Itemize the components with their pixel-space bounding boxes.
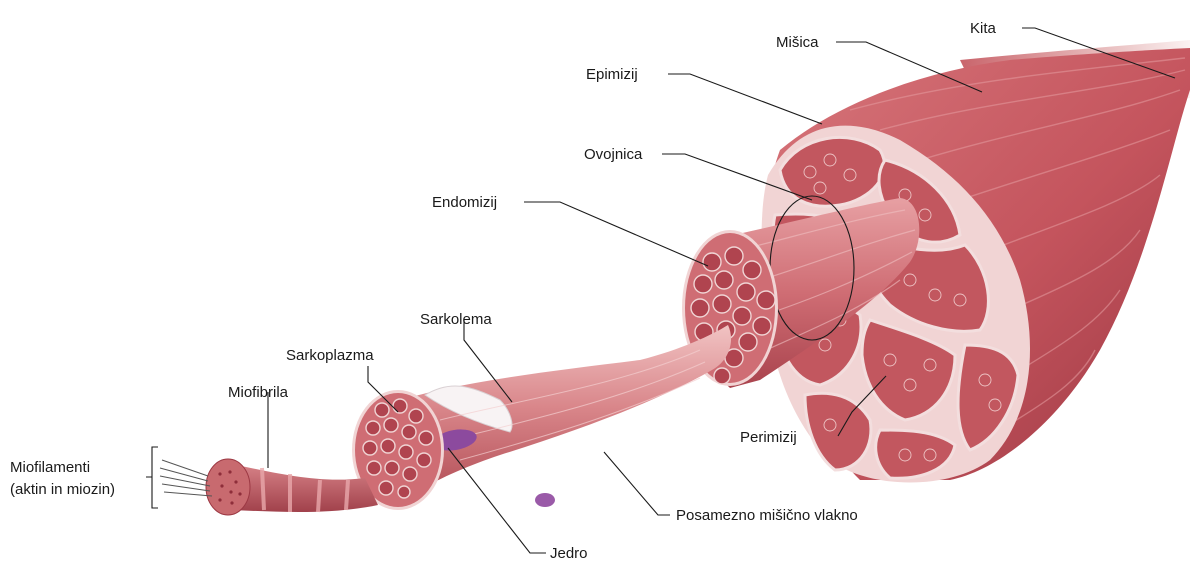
label-miofilamenti-line1: Miofilamenti [10, 459, 90, 476]
label-misica: Mišica [776, 34, 819, 51]
myofibril [160, 459, 378, 515]
muscle-fiber [352, 325, 731, 510]
label-kita: Kita [970, 20, 997, 37]
label-jedro: Jedro [550, 545, 588, 561]
label-posamezno-misicno-vlakno: Posamezno mišično vlakno [676, 507, 858, 524]
label-miofibrila: Miofibrila [228, 384, 289, 401]
label-sarkoplazma: Sarkoplazma [286, 347, 374, 364]
label-perimizij: Perimizij [740, 429, 797, 446]
label-miofilamenti-line2: (aktin in miozin) [10, 481, 115, 498]
label-endomizij: Endomizij [432, 194, 497, 211]
label-sarkolema: Sarkolema [420, 311, 492, 328]
myofilaments [160, 460, 212, 496]
label-ovojnica: Ovojnica [584, 146, 643, 163]
miofilamenti-bracket [146, 447, 158, 508]
label-epimizij: Epimizij [586, 66, 638, 83]
